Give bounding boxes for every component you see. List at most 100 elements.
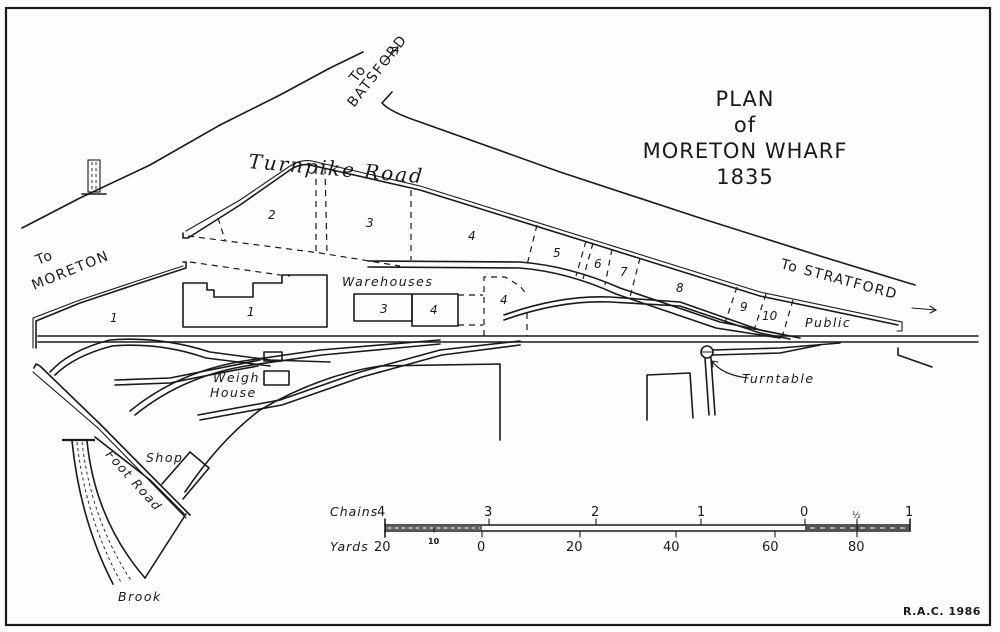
wharf-boundary-left-inner [32,265,184,349]
plot-label-3: 3 [366,216,374,230]
enclosure-4-label: 4 [500,293,508,307]
scale-chains-tick-4: 4 [377,505,385,520]
weigh-house-label-1: Weigh [213,370,260,385]
stratford-arrow-icon [911,307,937,311]
plot-label-2: 2 [268,208,276,222]
building-1 [182,274,328,328]
scale-chains-label: Chains [330,504,378,519]
siding-inner-rail [503,301,791,340]
wharf-boundary-upper [182,163,899,326]
title-line-4: 1835 [716,165,773,189]
siding-upper-rail [367,266,781,339]
siding-left-3-rail [134,343,441,416]
foot-road-edge-upper-inner [32,371,187,519]
public-plot-label: Public [805,315,851,330]
scale-yards-tick-20: 20 [374,540,391,555]
scale-yards-tick-20b: 20 [566,540,583,555]
yard-boundary-to-brook [144,513,187,579]
brook-water [81,441,133,583]
map-border [4,6,992,627]
turnpike-road-edge-right [381,91,916,286]
title-line-3: MORETON WHARF [643,139,848,163]
scale-yards-tick-80: 80 [848,540,865,555]
brook-edge-right [86,440,146,579]
siding-left-4-rail [199,344,521,421]
plot-label-9: 9 [740,300,748,314]
author-signature: R.A.C. 1986 [903,605,981,618]
scale-bar [384,518,911,538]
siding-upper [367,260,791,337]
scale-yards-tick-0: 0 [477,540,485,555]
siding-left-3 [129,339,441,412]
plot-label-1: 1 [110,311,118,325]
milestone-icon [81,159,107,195]
enclosure-4 [483,276,528,336]
scale-yards-tick-60: 60 [762,540,779,555]
turntable-spur-rail [710,357,716,416]
title-line-2: of [734,113,756,137]
foot-road-edge-upper [33,363,191,516]
foot-road-edge-lower [94,436,185,515]
structure-right [646,372,694,421]
batsford-arrowhead-icon [390,46,399,55]
plot-divider [575,240,587,277]
turnpike-road-edge-upper [21,51,364,229]
scale-chains-tick-half: ½ [852,511,861,521]
scale-chains-tick-3: 3 [484,505,492,520]
turntable-pointer-arrowhead-icon [711,360,719,368]
plot-divider [324,167,328,254]
plot-label-7: 7 [620,265,628,279]
scale-chains-tick-1-end: 1 [905,505,913,520]
scale-chains-tick-1: 1 [697,505,705,520]
weigh-house [263,370,290,386]
stratford-arrowhead-icon [929,305,938,314]
brook-water [76,441,123,585]
weigh-house-label-2: House [210,385,257,400]
plot-label-6: 6 [594,257,602,271]
plot-divider [782,299,794,335]
plot-divider [189,261,291,277]
scale-chains-tick-2: 2 [591,505,599,520]
turntable-track-rail [712,344,821,356]
warehouse-4 [411,293,459,327]
warehouses-label: Warehouses [342,274,433,289]
turnpike-road-label: Turnpike Road [248,149,425,188]
weighbridge [263,351,283,362]
title-line-1: PLAN [716,87,775,111]
siding-left-1 [49,338,331,373]
plot-label-10: 10 [762,309,778,323]
siding-left-1-rail [54,344,271,376]
plot-divider [526,224,538,266]
shop-label: Shop [146,450,183,465]
plot-divider [629,257,641,298]
wharf-boundary-left [35,261,187,349]
building-1-label: 1 [247,305,255,319]
scale-yards-tick-10: 10 [428,537,440,546]
batsford-arrow-icon [383,46,399,63]
siding-left-4 [197,340,521,416]
plot-divider [604,248,613,286]
plot-divider [217,217,226,241]
siding-inner [503,296,801,339]
brook-edge-left [71,440,114,585]
plot-divider [582,242,594,280]
scale-yards-tick-40: 40 [663,540,680,555]
turntable-label: Turntable [742,371,815,386]
plot-label-4: 4 [468,229,476,243]
plot-label-5: 5 [553,246,561,260]
warehouse-3-label: 3 [380,302,388,316]
turntable-pointer [711,360,749,379]
wharf-boundary-upper-inner [185,160,903,332]
turntable-spur [704,357,710,416]
to-moreton-label-1: To [33,247,56,269]
yard-boundary-lower [184,363,501,493]
plot-label-8: 8 [676,281,684,295]
brook-label: Brook [118,589,162,604]
warehouse-4-label: 4 [430,303,438,317]
scale-yards-label: Yards [330,539,369,554]
stratford-road-edge [897,347,933,368]
scale-chains-tick-0: 0 [800,505,808,520]
shop-building [161,451,210,500]
